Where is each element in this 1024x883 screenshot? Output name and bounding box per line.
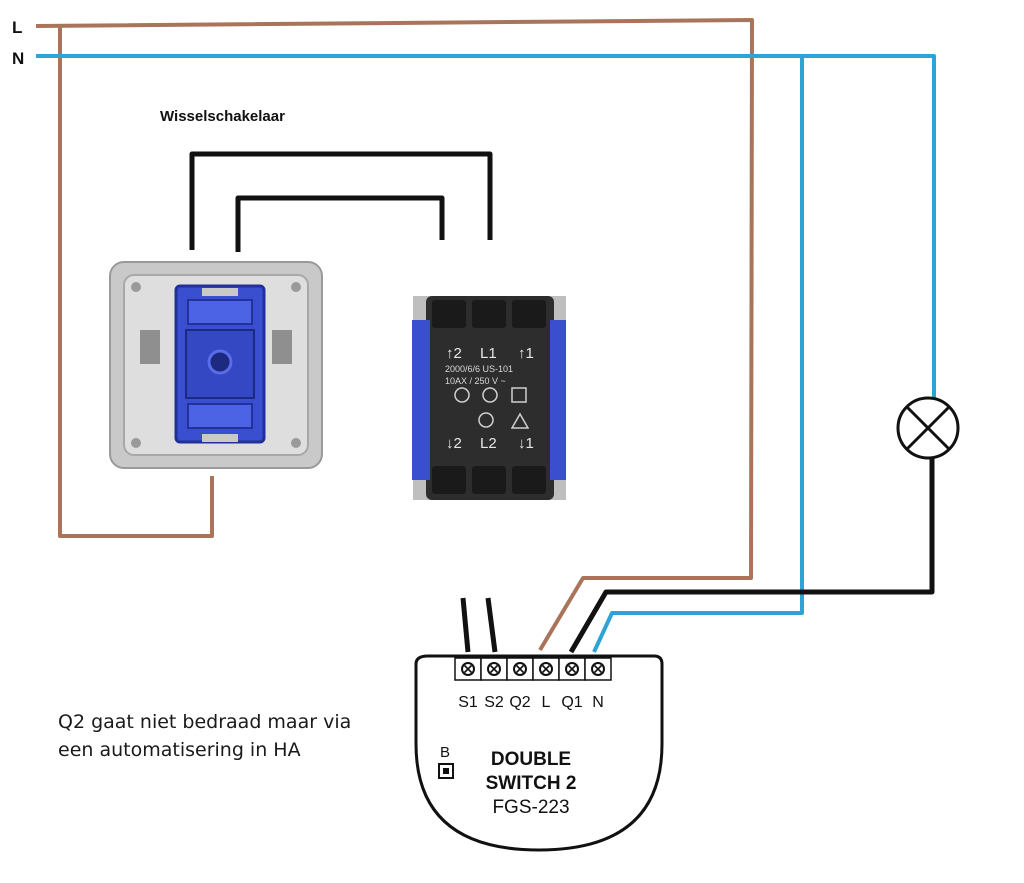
terminal-label-n: N (592, 694, 604, 711)
terminal-block: S1 S2 Q2 L Q1 N (454, 657, 612, 711)
lamp-to-q1-wire (568, 458, 935, 654)
reset-button-label: B (440, 744, 450, 761)
switched-wires (189, 151, 935, 654)
note-line-1: Q2 gaat niet bedraad maar via (58, 711, 352, 733)
module-model: FGS-223 (492, 797, 569, 818)
warning-triangle-icon (510, 412, 530, 429)
back-rating-1: 2000/6/6 US-101 (445, 364, 513, 374)
terminal-screw-slot (463, 664, 473, 674)
neutral-line (36, 54, 936, 398)
neutral-wires (36, 54, 936, 653)
terminal-label-s2: S2 (484, 694, 504, 711)
back-top-l1: L1 (480, 345, 497, 362)
neutral-label: N (12, 49, 24, 68)
s1-wire (460, 597, 471, 653)
live-wires (35, 18, 754, 652)
traveller-wire-inner (235, 195, 445, 252)
live-to-switch-wire (58, 26, 214, 538)
switch-rocker-icon (207, 349, 233, 375)
certification-mark-icon (478, 412, 494, 428)
back-rating-2: 10AX / 250 V ~ (445, 376, 506, 386)
module-name-line2: SWITCH 2 (486, 773, 577, 794)
terminal-label-q2: Q2 (509, 694, 530, 711)
certification-mark-icon (511, 387, 527, 403)
back-bottom-2: ↓2 (446, 435, 462, 452)
note-text: Q2 gaat niet bedraad maar via een automa… (58, 708, 351, 764)
terminal-screw-slot (489, 664, 499, 674)
double-switch-module: S1 S2 Q2 L Q1 N B DOUBLE SWITCH 2 FGS-223 (414, 654, 664, 852)
terminal-screw-slot (515, 664, 525, 674)
back-top-1: ↑1 (518, 345, 534, 362)
back-bottom-l2: L2 (480, 435, 497, 452)
neutral-to-module-wire (592, 56, 804, 653)
live-label: L (12, 18, 22, 37)
lamp-cross-icon (896, 396, 960, 460)
terminal-screw-slot (593, 664, 603, 674)
wall-switch-front (109, 261, 323, 469)
s2-wire (485, 597, 498, 653)
live-line (35, 18, 754, 652)
terminal-label-l: L (542, 694, 551, 711)
certification-mark-icon (454, 387, 470, 403)
traveller-wire-outer (189, 151, 493, 250)
module-name-line1: DOUBLE (491, 749, 571, 770)
terminal-label-q1: Q1 (561, 694, 582, 711)
terminal-label-s1: S1 (458, 694, 478, 711)
wall-switch-back: ↑2 L1 ↑1 2000/6/6 US-101 10AX / 250 V ~ … (412, 296, 566, 500)
note-line-2: een automatisering in HA (58, 739, 301, 761)
switch-title: Wisselschakelaar (160, 108, 285, 125)
certification-mark-icon (482, 387, 498, 403)
back-bottom-1: ↓1 (518, 435, 534, 452)
terminal-screw-slot (541, 664, 551, 674)
terminal-screw-slot (567, 664, 577, 674)
back-top-2: ↑2 (446, 345, 462, 362)
